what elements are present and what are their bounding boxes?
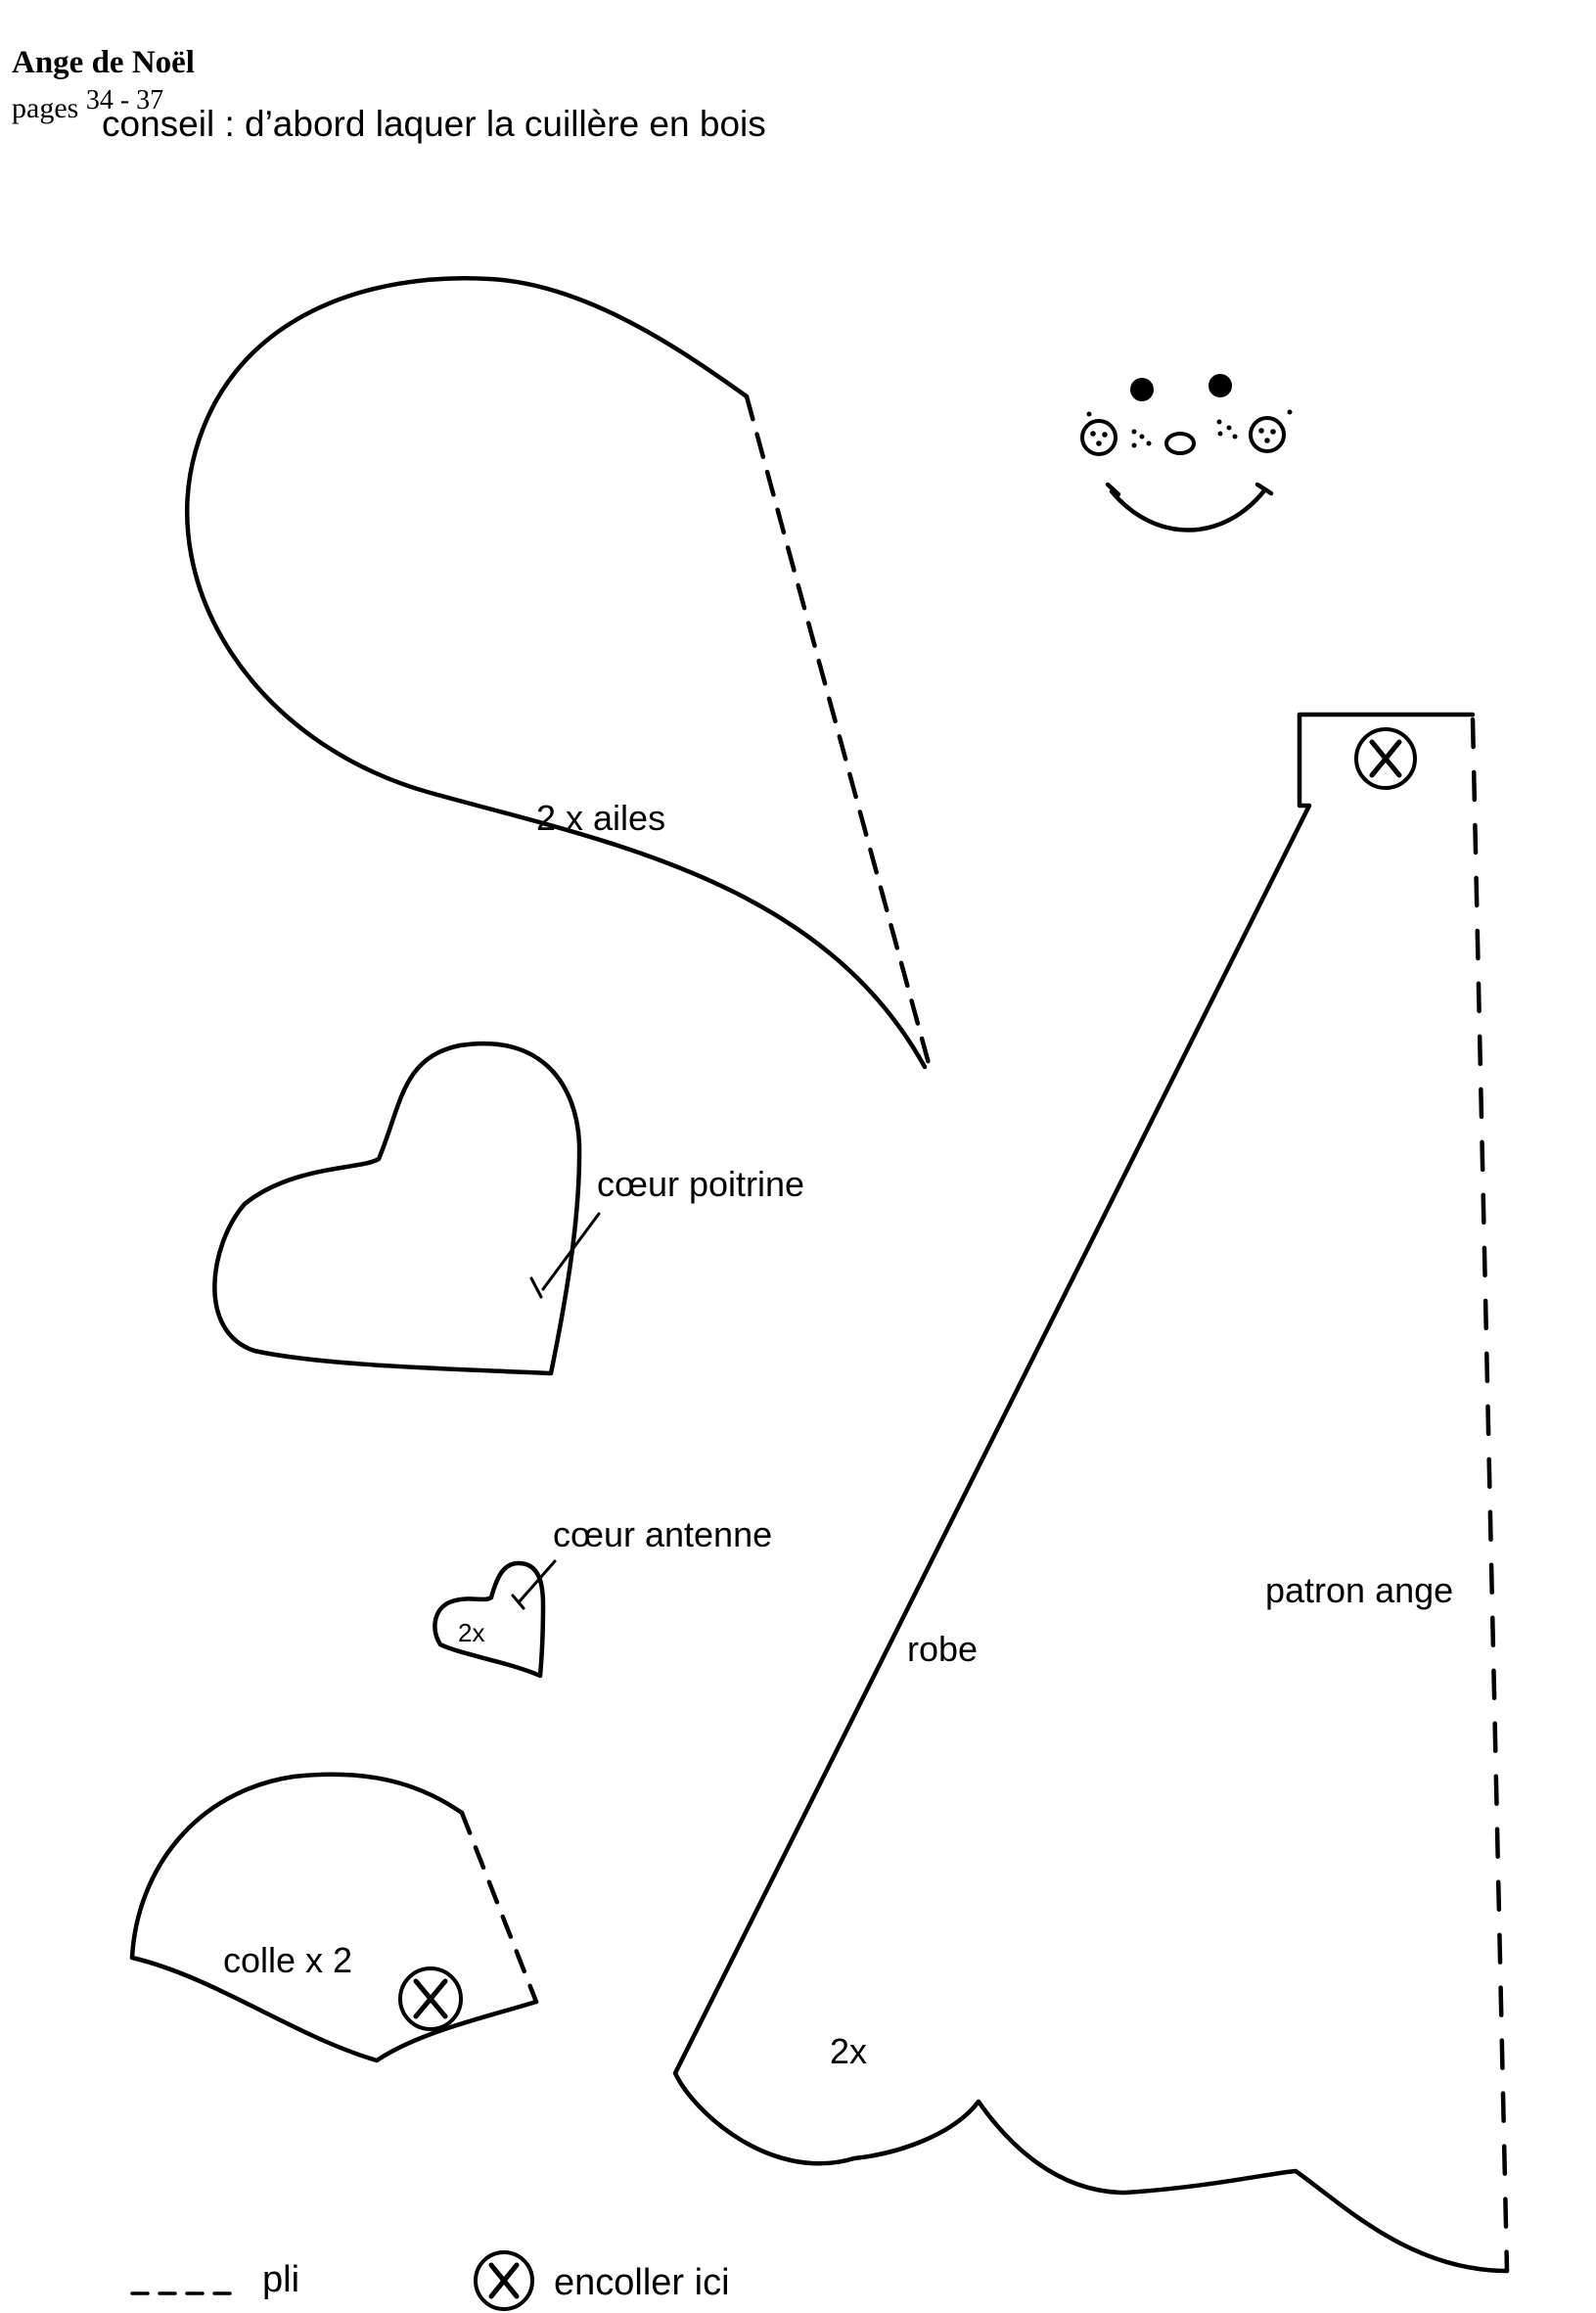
dress-glue-mark xyxy=(1354,727,1417,790)
legend-glue-label: encoller ici xyxy=(554,2262,730,2303)
pages-range: 34 - 37 xyxy=(85,85,164,116)
pages-reference: pages 34 - 37 xyxy=(12,87,163,124)
antenna-heart-pattern xyxy=(433,1559,557,1679)
antenna-heart-outline xyxy=(433,1560,546,1679)
antenna-heart-pointer xyxy=(517,1559,557,1604)
legend-icons xyxy=(130,2250,534,2311)
dress-count: 2x xyxy=(830,2031,868,2071)
right-cheek xyxy=(1249,416,1286,453)
collar-pattern xyxy=(129,1772,539,2063)
tip-text: conseil : d’abord laquer la cuillère en … xyxy=(102,104,766,144)
freckles xyxy=(1086,409,1293,448)
antenna-heart-label: cœur antenne xyxy=(553,1514,773,1554)
collar-label: colle x 2 xyxy=(223,1940,353,1980)
collar-outline xyxy=(129,1772,539,2063)
wing-fold-line xyxy=(744,393,933,1070)
nose xyxy=(1164,432,1196,455)
dress-fold-line xyxy=(1470,717,1510,2274)
circled-x-icon xyxy=(474,2250,534,2311)
page-title: Ange de Noël xyxy=(12,45,195,80)
wing-pattern xyxy=(185,276,933,1070)
chest-heart-label: cœur poitrine xyxy=(597,1164,805,1204)
dress-outline xyxy=(672,712,1510,2274)
wing-label: 2 x ailes xyxy=(536,798,666,838)
legend-fold-label: pli xyxy=(262,2259,300,2300)
left-eye xyxy=(1130,378,1154,401)
collar-glue-mark xyxy=(398,1966,463,2031)
collar-fold-line xyxy=(459,1810,539,2005)
wing-outline xyxy=(185,276,928,1070)
right-eye xyxy=(1208,374,1232,397)
dress-pattern xyxy=(672,712,1510,2274)
dress-label: robe xyxy=(907,1629,979,1669)
chest-heart-pattern xyxy=(212,1041,601,1376)
pattern-label: patron ange xyxy=(1265,1570,1454,1610)
chest-heart-pointer xyxy=(541,1212,601,1291)
smile xyxy=(1109,486,1268,532)
chest-heart-outline xyxy=(212,1041,582,1376)
antenna-heart-count: 2x xyxy=(458,1618,485,1647)
left-cheek xyxy=(1080,419,1117,456)
face xyxy=(1080,374,1293,532)
pages-prefix: pages xyxy=(12,92,79,124)
